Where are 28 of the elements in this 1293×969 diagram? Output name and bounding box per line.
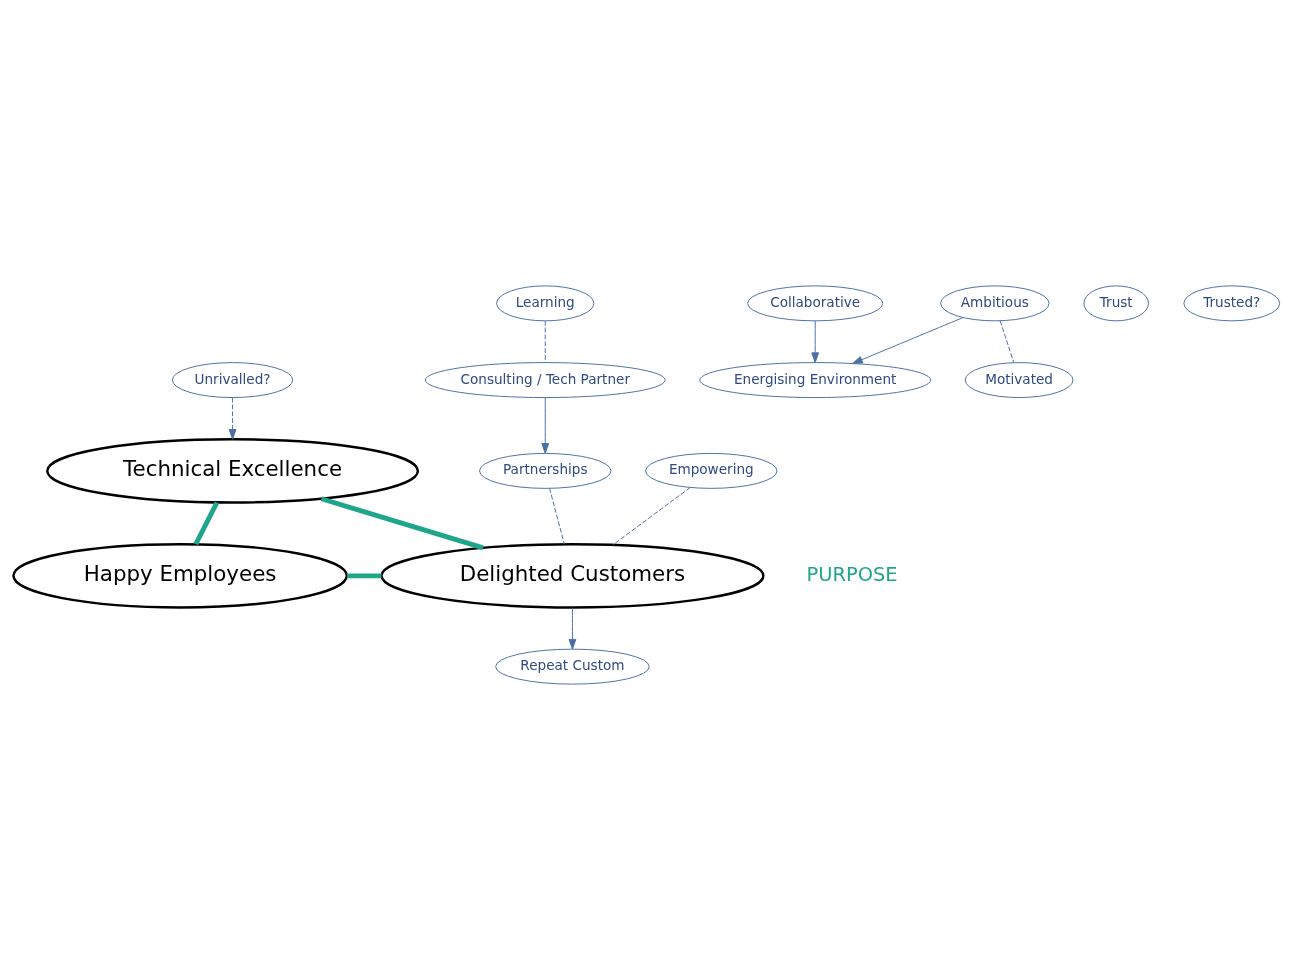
node-ellipse: Trusted?	[1183, 284, 1281, 321]
label: PURPOSE	[806, 562, 898, 586]
arrow	[811, 319, 820, 363]
connector	[193, 500, 220, 545]
arrow	[852, 316, 964, 364]
connector	[999, 319, 1015, 363]
arrow	[541, 396, 550, 454]
arrow	[568, 606, 577, 650]
node-ellipse: Collaborative	[747, 284, 884, 321]
node-ellipse: Delighted Customers	[380, 542, 765, 609]
node-ellipse: Trust	[1083, 284, 1150, 321]
node-ellipse: Repeat Custom	[495, 648, 650, 685]
connector	[320, 495, 484, 550]
connector	[612, 486, 691, 545]
node-ellipse: Empowering	[645, 452, 778, 489]
node-ellipse: Technical Excellence	[46, 437, 420, 504]
node-ellipse: Happy Employees	[12, 542, 349, 609]
connector	[347, 572, 382, 578]
connector	[549, 487, 565, 545]
arrow	[228, 396, 237, 440]
node-ellipse: Learning	[496, 284, 595, 321]
node-ellipse: Partnerships	[479, 452, 612, 489]
node-ellipse: Consulting / Tech Partner	[424, 361, 666, 398]
node-ellipse: Motivated	[964, 361, 1074, 398]
node-ellipse: Energising Environment	[699, 361, 932, 398]
node-ellipse: Ambitious	[940, 284, 1050, 321]
node-ellipse: Unrivalled?	[171, 361, 294, 398]
connector	[544, 319, 546, 363]
